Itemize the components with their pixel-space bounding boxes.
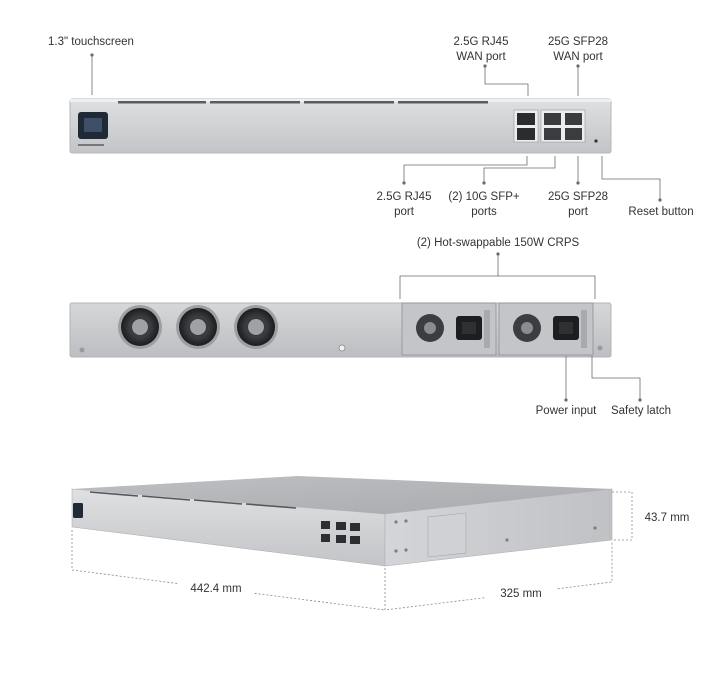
wan-rj45-label-line2: WAN port bbox=[456, 51, 506, 63]
psu-label: (2) Hot-swappable 150W CRPS bbox=[416, 237, 580, 249]
rear-leader-lines bbox=[399, 254, 641, 400]
psu-2 bbox=[498, 302, 594, 356]
wan-rj45-label-line1: 2.5G RJ45 bbox=[453, 36, 509, 48]
rear-leader-dots bbox=[496, 252, 642, 402]
fan-3 bbox=[234, 305, 278, 349]
fan-2 bbox=[176, 305, 220, 349]
sfpplus-ports-label-line1: (2) 10G SFP+ bbox=[448, 191, 520, 203]
rj45-port-label-line2: port bbox=[394, 206, 414, 218]
wan-sfp28-label-line2: WAN port bbox=[553, 51, 603, 63]
sfp28-port-label: 25G SFP28 port bbox=[538, 190, 618, 220]
sfp-ports bbox=[540, 109, 586, 143]
rear-panel bbox=[69, 302, 612, 358]
perspective-ports bbox=[321, 521, 360, 544]
wan-sfp28-label: 25G SFP28 WAN port bbox=[540, 35, 616, 65]
sfpplus-ports-label: (2) 10G SFP+ ports bbox=[444, 190, 524, 220]
front-leader-lines bbox=[91, 55, 661, 200]
sfp28-port-label-line2: port bbox=[568, 206, 588, 218]
reset-button-label: Reset button bbox=[628, 206, 694, 218]
rj45-ports bbox=[513, 109, 539, 143]
height-dimension: 43.7 mm bbox=[644, 512, 690, 524]
width-dimension: 442.4 mm bbox=[178, 582, 254, 597]
rj45-port-label-line1: 2.5G RJ45 bbox=[376, 191, 432, 203]
wan-sfp28-label-line1: 25G SFP28 bbox=[547, 36, 609, 48]
sfpplus-ports-label-line2: ports bbox=[471, 206, 497, 218]
touchscreen-label: 1.3" touchscreen bbox=[48, 36, 134, 48]
front-panel bbox=[69, 98, 612, 154]
wan-rj45-label: 2.5G RJ45 WAN port bbox=[446, 35, 516, 65]
rj45-port-label: 2.5G RJ45 port bbox=[364, 190, 444, 220]
front-leader-dots bbox=[90, 53, 662, 202]
fan-1 bbox=[118, 305, 162, 349]
front-vents bbox=[118, 101, 488, 104]
safety-latch-label: Safety latch bbox=[610, 405, 672, 417]
power-input-label: Power input bbox=[535, 405, 597, 417]
perspective-view bbox=[71, 476, 613, 567]
psu-1 bbox=[401, 302, 497, 356]
sfp28-port-label-line1: 25G SFP28 bbox=[547, 191, 609, 203]
reset-pinhole bbox=[594, 139, 598, 143]
depth-dimension: 325 mm bbox=[486, 587, 556, 602]
